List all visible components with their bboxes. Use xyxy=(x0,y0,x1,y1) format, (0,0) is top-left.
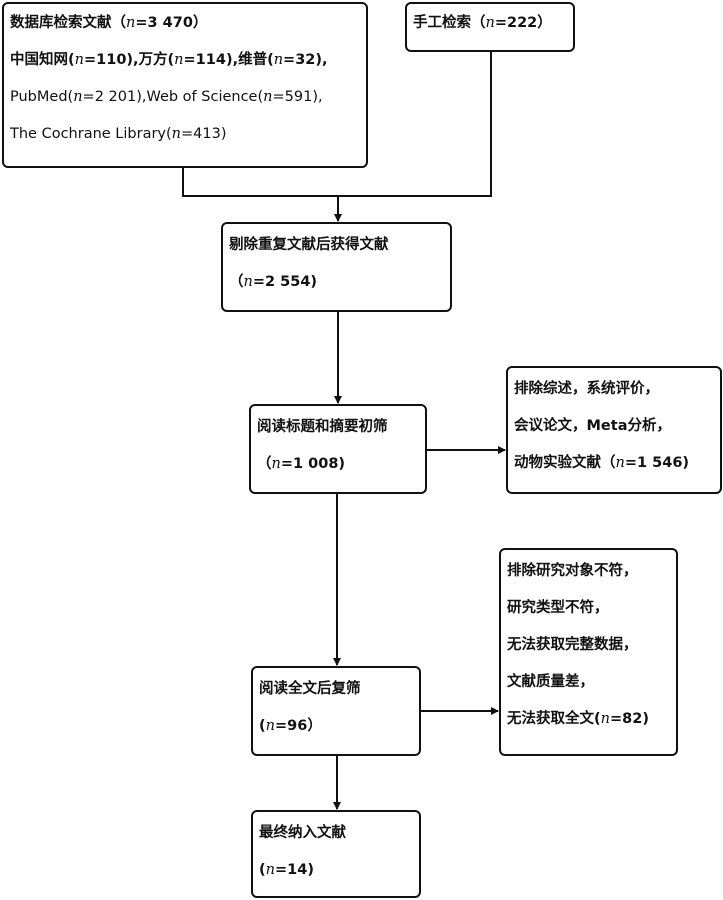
title-abstract-screen-box: 阅读标题和摘要初筛 （n=1 008) xyxy=(249,404,427,494)
n-symbol: n xyxy=(126,15,136,31)
database-search-box: 数据库检索文献（n=3 470） 中国知网(n=110),万方(n=114),维… xyxy=(2,2,368,168)
n-symbol: n xyxy=(171,126,182,142)
exclusion-1-box: 排除综述，系统评价， 会议论文，Meta分析， 动物实验文献（n=1 546) xyxy=(506,366,722,494)
n-symbol: n xyxy=(74,52,84,68)
box-line: 排除综述，系统评价， xyxy=(514,381,659,397)
n-symbol: n xyxy=(485,15,495,31)
box-line: 最终纳入文献 xyxy=(259,825,346,841)
final-included-box: 最终纳入文献 (n=14) xyxy=(251,810,421,898)
box-line: PubMed(n=2 201),Web of Science(n=591), xyxy=(10,89,323,105)
box-line: 无法获取全文(n=82) xyxy=(507,711,649,727)
box-line: （n=2 554) xyxy=(229,274,318,290)
n-symbol: n xyxy=(263,89,273,105)
box-line: 阅读全文后复筛 xyxy=(259,681,361,697)
box-line: （n=1 008) xyxy=(257,456,346,472)
manual-search-box: 手工检索（n=222） xyxy=(405,2,575,52)
n-symbol: n xyxy=(271,456,281,472)
box-line: 会议论文，Meta分析， xyxy=(514,418,671,434)
box-line: 阅读标题和摘要初筛 xyxy=(257,419,388,435)
box-line: 研究类型不符， xyxy=(507,600,609,616)
n-symbol: n xyxy=(273,52,284,68)
n-symbol: n xyxy=(265,862,275,878)
n-symbol: n xyxy=(600,711,610,727)
box-line: 排除研究对象不符， xyxy=(507,563,638,579)
box-line: (n=14) xyxy=(259,862,314,878)
n-symbol: n xyxy=(174,52,184,68)
box-line: The Cochrane Library(n=413) xyxy=(10,126,227,142)
full-text-screen-box: 阅读全文后复筛 (n=96） xyxy=(251,666,421,756)
box-line: 动物实验文献（n=1 546) xyxy=(514,455,690,471)
box-line: 剔除重复文献后获得文献 xyxy=(229,237,389,253)
after-dedup-box: 剔除重复文献后获得文献 （n=2 554) xyxy=(221,222,452,312)
box-line: 无法获取完整数据， xyxy=(507,637,638,653)
n-symbol: n xyxy=(615,455,625,471)
box-line: 手工检索（n=222） xyxy=(413,15,552,31)
box-line: (n=96） xyxy=(259,718,322,734)
n-symbol: n xyxy=(243,274,253,290)
box-line: 文献质量差， xyxy=(507,674,594,690)
box-line: 中国知网(n=110),万方(n=114),维普(n=32), xyxy=(10,52,328,68)
exclusion-2-box: 排除研究对象不符， 研究类型不符， 无法获取完整数据， 文献质量差， 无法获取全… xyxy=(499,548,678,756)
n-symbol: n xyxy=(73,89,83,105)
box-line: 数据库检索文献（n=3 470） xyxy=(10,15,208,31)
n-symbol: n xyxy=(265,718,275,734)
